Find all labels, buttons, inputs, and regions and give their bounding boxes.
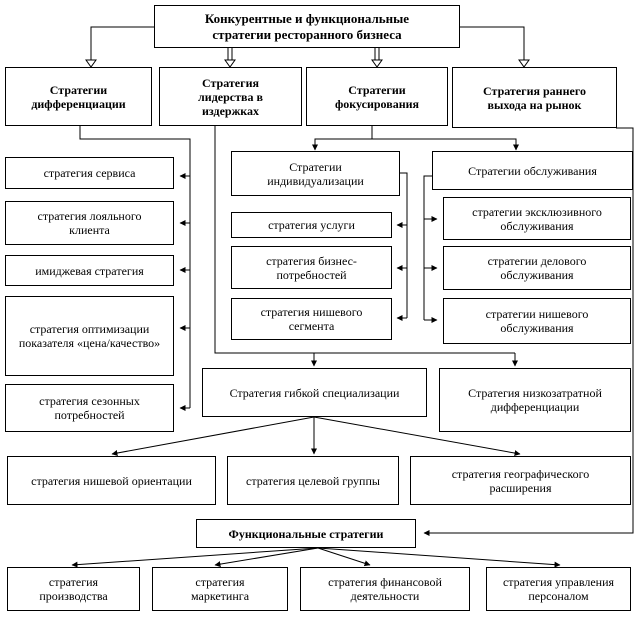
flex-item-target-group: стратегия целевой группы bbox=[227, 456, 399, 505]
flex-item-niche-orientation: стратегия нишевой ориентации bbox=[7, 456, 216, 505]
focusing-box: Стратегии фокусирования bbox=[306, 67, 448, 126]
service-item-niche: стратегии нишевого обслуживания bbox=[443, 298, 631, 344]
differentiation-box: Стратегии дифференциации bbox=[5, 67, 152, 126]
functional-box: Функциональные стратегии bbox=[196, 519, 416, 548]
indiv-item-service: стратегия услуги bbox=[231, 212, 392, 238]
diff-item-seasonal: стратегия сезонных потребностей bbox=[5, 384, 174, 432]
individualization-box: Стратегии индивидуализации bbox=[231, 151, 400, 196]
title-box: Конкурентные и функциональные стратегии … bbox=[154, 5, 460, 48]
diff-item-price-quality: стратегия оптимизации показателя «цена/к… bbox=[5, 296, 174, 376]
service-strategies-box: Стратегии обслуживания bbox=[432, 151, 633, 190]
service-item-business: стратегии делового обслуживания bbox=[443, 246, 631, 290]
cost-leadership-box: Стратегия лидерства в издержках bbox=[159, 67, 302, 126]
flexible-specialization-box: Стратегия гибкой специализации bbox=[202, 368, 427, 417]
diff-item-loyal-client: стратегия лояльного клиента bbox=[5, 201, 174, 245]
early-entry-box: Стратегия раннего выхода на рынок bbox=[452, 67, 617, 128]
func-item-marketing: стратегия маркетинга bbox=[152, 567, 288, 611]
func-item-finance: стратегия финансовой деятельности bbox=[300, 567, 470, 611]
flex-item-geographic: стратегия географического расширения bbox=[410, 456, 631, 505]
indiv-item-business: стратегия бизнес-потребностей bbox=[231, 246, 392, 289]
service-item-exclusive: стратегии эксклюзивного обслуживания bbox=[443, 197, 631, 240]
func-item-production: стратегия производства bbox=[7, 567, 140, 611]
low-cost-differentiation-box: Стратегия низкозатратной дифференциации bbox=[439, 368, 631, 432]
diff-item-image: имиджевая стратегия bbox=[5, 255, 174, 286]
indiv-item-niche-segment: стратегия нишевого сегмента bbox=[231, 298, 392, 340]
diff-item-service: стратегия сервиса bbox=[5, 157, 174, 189]
func-item-personnel: стратегия управления персоналом bbox=[486, 567, 631, 611]
